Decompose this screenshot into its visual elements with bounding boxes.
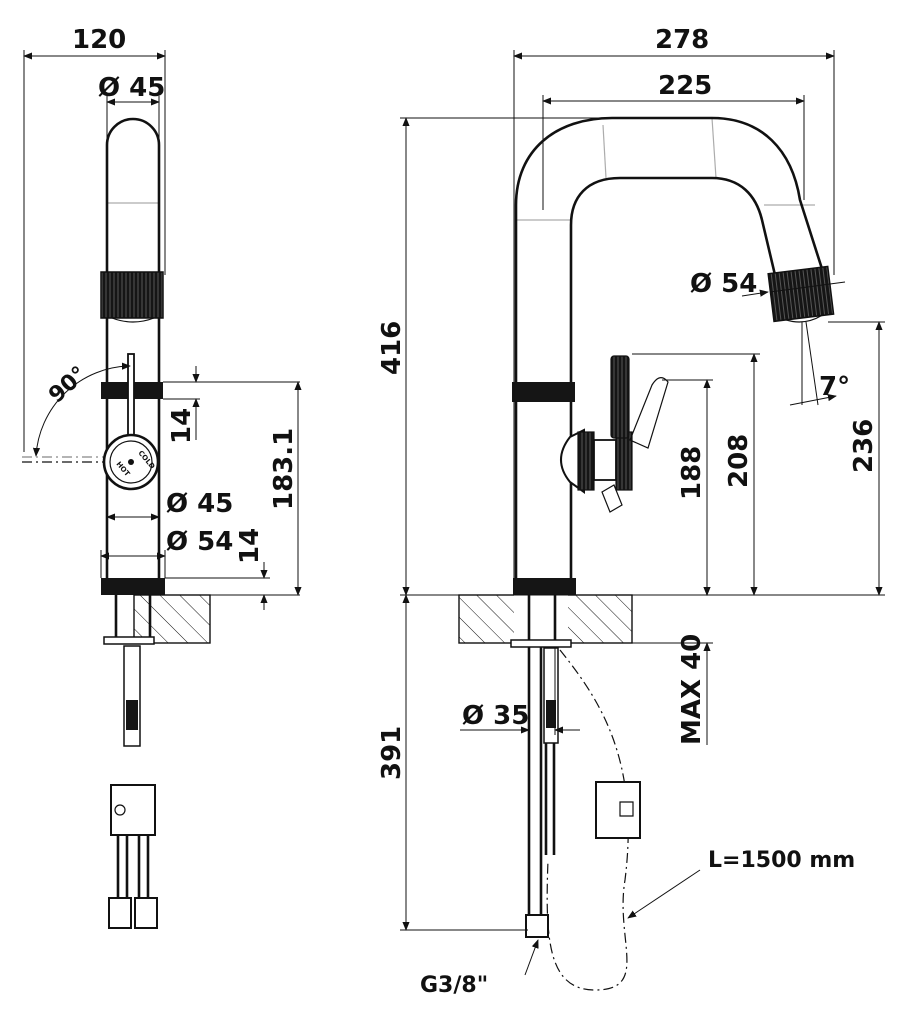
side-lever-knob-inner [109,440,153,484]
deck-thickness-label: MAX 40 [677,634,707,745]
total-height-label: 416 [377,321,407,375]
front-hose-upper [544,743,556,855]
side-hose-nut-left [108,897,132,929]
aerator-angle-label: 7° [819,372,850,402]
side-hose-fitting [123,645,141,747]
side-hose-nut-right [134,897,158,929]
dim-arrow-aerator-left [741,289,769,297]
side-shank [114,595,152,637]
pipe-length-label: 391 [377,726,407,780]
front-mounting-plate [510,639,572,648]
side-deck-section [133,594,211,644]
aerator-diameter-label: Ø 54 [690,269,757,299]
width-total-label: 120 [72,25,126,55]
front-view: 278 225 416 Ø 54 7° 236 208 188 [377,25,885,998]
side-lever-knob-center [128,459,134,465]
front-spout-seam-2 [711,117,717,179]
lever-height-label: 188 [677,446,707,500]
side-clamp-screw [114,804,126,816]
front-lever-hub [593,439,617,481]
front-hose-fitting [543,647,559,744]
front-supply-pipe [527,647,543,915]
front-shank [527,595,557,643]
front-spout-outer [514,116,825,580]
leader-hose-length [627,869,701,919]
lever-offset-label: 14 [167,408,197,444]
front-lever-knurl-2 [615,431,633,491]
front-aerator [767,265,835,323]
front-lever-handle [610,355,630,439]
rotation-angle-label: 90° [44,362,92,408]
side-hose-fitting-dark [126,700,138,730]
rotation-arc [32,362,131,457]
spout-diameter-label: Ø 45 [98,73,165,103]
lever-top-height-label: 208 [724,434,754,488]
front-deck-hole [514,595,568,643]
dim-arc-7 [789,394,837,406]
front-lever-ghost [629,377,669,449]
front-lever-ghost-bottom [601,484,623,513]
side-aerator-ring [100,271,164,319]
front-spout-inner [569,176,777,580]
hole-diameter-label: Ø 35 [462,701,529,731]
side-view: HOT COLD 90° 120 Ø 45 [22,25,302,929]
side-aerator-outlet [111,317,155,323]
front-hose-fitting-dark [546,700,556,728]
front-base-band [513,578,576,595]
handle-height-label: 183.1 [269,428,299,510]
side-mounting-plate [103,636,155,645]
dim-line-aerator [769,281,846,293]
side-spout-body [105,117,161,275]
hose-length-label: L=1500 mm [708,848,855,873]
connection-thread-label: G3/8" [420,973,488,998]
spout-reach-total-label: 278 [655,25,709,55]
front-hose-nut [525,914,549,938]
front-upper-band [512,382,575,402]
front-counterweight-screw [619,801,634,817]
front-lever-knurl [577,431,595,491]
body-diameter-label: Ø 45 [166,489,233,519]
side-base-band [101,578,165,595]
front-spout-seam-1 [602,124,607,179]
ext-7-angled [805,321,819,406]
side-hoses [116,835,150,898]
base-offset-label: 14 [235,528,265,564]
side-clamp [110,784,156,836]
spout-reach-label: 225 [658,71,712,101]
leader-thread [524,939,539,976]
spout-outlet-height-label: 236 [849,419,879,473]
base-diameter-label: Ø 54 [166,527,233,557]
